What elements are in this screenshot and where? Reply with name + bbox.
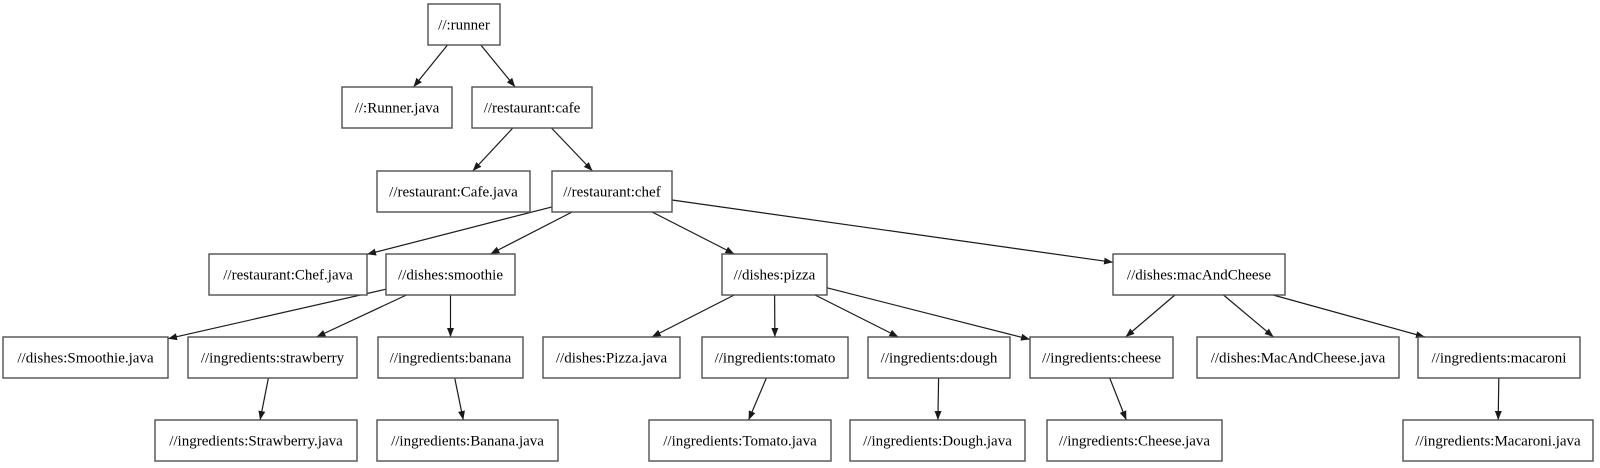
node-label-cheese: //ingredients:cheese — [1042, 351, 1161, 367]
node-box-cheese — [1029, 336, 1174, 379]
node-label-smoothie: //dishes:smoothie — [398, 268, 503, 284]
graph-node-pizza: //dishes:pizza — [721, 253, 828, 296]
node-box-cheese-java — [1046, 419, 1223, 462]
graph-node-tomato-java: //ingredients:Tomato.java — [648, 419, 832, 462]
node-label-strawberry-java: //ingredients:Strawberry.java — [169, 434, 343, 450]
node-label-runner: //:runner — [438, 18, 490, 34]
graph-node-cafe: //restaurant:cafe — [471, 86, 593, 129]
node-label-tomato: //ingredients:tomato — [715, 351, 836, 367]
edge-runner-to-runner-java — [413, 44, 448, 88]
graph-node-mac-and-cheese: //dishes:macAndCheese — [1112, 253, 1286, 296]
graph-node-chef-java: //restaurant:Chef.java — [208, 253, 368, 296]
node-label-macaroni: //ingredients:macaroni — [1432, 351, 1567, 367]
node-label-mac-and-cheese-java: //dishes:MacAndCheese.java — [1211, 351, 1386, 367]
edge-chef-to-smoothie — [490, 211, 573, 255]
node-box-smoothie-java — [2, 336, 169, 379]
graph-node-macaroni: //ingredients:macaroni — [1417, 336, 1581, 379]
edge-dough-to-dough-java — [934, 377, 942, 421]
edge-cafe-to-chef — [551, 127, 593, 172]
node-box-pizza-java — [542, 336, 681, 379]
node-box-tomato-java — [648, 419, 832, 462]
edges-layer — [167, 44, 1502, 421]
node-label-strawberry: //ingredients:strawberry — [201, 351, 345, 367]
edge-strawberry-to-strawberry-java — [258, 377, 269, 421]
node-box-dough-java — [849, 419, 1026, 462]
edge-tomato-to-tomato-java — [748, 377, 767, 421]
node-box-strawberry-java — [154, 419, 358, 462]
node-box-banana — [377, 336, 524, 379]
graph-node-strawberry-java: //ingredients:Strawberry.java — [154, 419, 358, 462]
graph-node-banana: //ingredients:banana — [377, 336, 524, 379]
edge-mac-and-cheese-to-macaroni — [1272, 294, 1426, 338]
node-label-banana-java: //ingredients:Banana.java — [391, 434, 544, 450]
node-label-smoothie-java: //dishes:Smoothie.java — [17, 351, 154, 367]
node-box-mac-and-cheese-java — [1196, 336, 1400, 379]
edge-cafe-to-cafe-java — [472, 127, 514, 172]
node-label-macaroni-java: //ingredients:Macaroni.java — [1415, 434, 1581, 450]
graph-node-smoothie-java: //dishes:Smoothie.java — [2, 336, 169, 379]
node-box-runner — [427, 3, 501, 46]
node-box-mac-and-cheese — [1112, 253, 1286, 296]
graph-node-runner: //:runner — [427, 3, 501, 46]
edge-smoothie-to-strawberry — [316, 294, 407, 338]
node-label-cafe-java: //restaurant:Cafe.java — [389, 185, 518, 201]
graph-node-strawberry: //ingredients:strawberry — [187, 336, 358, 379]
node-label-pizza: //dishes:pizza — [734, 268, 816, 284]
node-box-chef — [551, 170, 673, 213]
graph-node-smoothie: //dishes:smoothie — [385, 253, 516, 296]
node-label-cafe: //restaurant:cafe — [484, 101, 581, 117]
graph-node-tomato: //ingredients:tomato — [701, 336, 849, 379]
edge-chef-to-chef-java — [366, 206, 553, 256]
edge-macaroni-to-macaroni-java — [1494, 377, 1502, 421]
nodes-layer: //:runner //:Runner.java //restaurant:cafe… — [2, 3, 1594, 462]
node-label-tomato-java: //ingredients:Tomato.java — [663, 434, 817, 450]
graph-node-cafe-java: //restaurant:Cafe.java — [376, 170, 531, 213]
node-label-chef: //restaurant:chef — [563, 185, 660, 201]
node-label-chef-java: //restaurant:Chef.java — [223, 268, 353, 284]
graph-node-pizza-java: //dishes:Pizza.java — [542, 336, 681, 379]
edge-cheese-to-cheese-java — [1109, 377, 1127, 421]
edge-chef-to-pizza — [651, 211, 735, 255]
edge-runner-to-cafe — [480, 44, 516, 88]
node-label-mac-and-cheese: //dishes:macAndCheese — [1127, 268, 1271, 284]
graph-node-chef: //restaurant:chef — [551, 170, 673, 213]
edge-pizza-to-pizza-java — [651, 294, 735, 338]
edge-mac-and-cheese-to-cheese — [1125, 294, 1176, 338]
node-box-banana-java — [376, 419, 559, 462]
node-box-macaroni-java — [1402, 419, 1594, 462]
edge-chef-to-mac-and-cheese — [671, 199, 1114, 265]
graph-node-dough-java: //ingredients:Dough.java — [849, 419, 1026, 462]
edge-smoothie-to-smoothie-java — [167, 288, 387, 341]
graph-node-banana-java: //ingredients:Banana.java — [376, 419, 559, 462]
node-box-cafe-java — [376, 170, 531, 213]
graph-node-mac-and-cheese-java: //dishes:MacAndCheese.java — [1196, 336, 1400, 379]
graph-node-macaroni-java: //ingredients:Macaroni.java — [1402, 419, 1594, 462]
node-box-chef-java — [208, 253, 368, 296]
node-label-dough-java: //ingredients:Dough.java — [863, 434, 1012, 450]
node-box-macaroni — [1417, 336, 1581, 379]
node-box-cafe — [471, 86, 593, 129]
graph-node-cheese-java: //ingredients:Cheese.java — [1046, 419, 1223, 462]
node-label-dough: //ingredients:dough — [881, 351, 998, 367]
node-box-runner-java — [341, 86, 453, 129]
node-label-banana: //ingredients:banana — [390, 351, 512, 367]
edge-banana-to-banana-java — [454, 377, 465, 421]
edge-mac-and-cheese-to-mac-and-cheese-java — [1223, 294, 1274, 338]
node-box-dough — [867, 336, 1011, 379]
node-label-cheese-java: //ingredients:Cheese.java — [1059, 434, 1211, 450]
graph-node-runner-java: //:Runner.java — [341, 86, 453, 129]
graph-node-dough: //ingredients:dough — [867, 336, 1011, 379]
graph-node-cheese: //ingredients:cheese — [1029, 336, 1174, 379]
node-box-strawberry — [187, 336, 358, 379]
node-label-pizza-java: //dishes:Pizza.java — [556, 351, 668, 367]
edge-pizza-to-cheese — [826, 287, 1031, 341]
node-box-pizza — [721, 253, 828, 296]
node-label-runner-java: //:Runner.java — [355, 101, 440, 117]
node-box-smoothie — [385, 253, 516, 296]
node-box-tomato — [701, 336, 849, 379]
edge-pizza-to-dough — [814, 294, 899, 338]
